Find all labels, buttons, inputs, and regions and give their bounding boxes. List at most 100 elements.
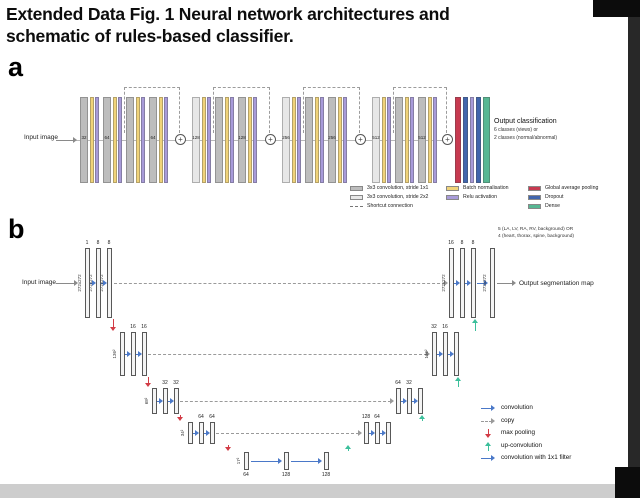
feature-map-bar [460, 248, 465, 318]
layer-size-label: 64 [150, 135, 156, 140]
channel-count-label: 1 [85, 240, 89, 246]
convolution-arrow [291, 458, 322, 465]
caption-line-1: Extended Data Fig. 1 Neural network arch… [6, 4, 450, 24]
channel-count-label: 16 [130, 324, 136, 330]
legend-label: up-convolution [501, 441, 542, 449]
conv1x1-arrow [481, 455, 495, 462]
output-classification-block: Output classification 6 classes (views) … [494, 118, 614, 143]
channel-count-label: 128 [361, 414, 371, 420]
batch-norm-bar [90, 97, 94, 183]
convolution-arrow [157, 398, 163, 405]
conv-bar [418, 97, 426, 183]
channel-count-label: 32 [431, 324, 437, 330]
max-pooling-arrow [177, 415, 184, 421]
batch-norm-bar [136, 97, 140, 183]
batch-norm-bar [202, 97, 206, 183]
conv-bar [80, 97, 88, 183]
channel-count-label: 16 [141, 324, 147, 330]
bottom-edge-bar [0, 484, 640, 498]
layer-size-label: 32 [81, 135, 87, 140]
channel-count-label: 32 [173, 380, 179, 386]
feature-map-bar [407, 388, 412, 414]
batch-norm-bar [405, 97, 409, 183]
convolution-arrow [101, 280, 107, 287]
legend-label: Dense [545, 203, 560, 209]
copy-arrow [216, 430, 362, 437]
feature-map-bar [284, 452, 289, 470]
feature-map-bar [107, 248, 112, 318]
feature-size-label: 272x272 [482, 274, 487, 292]
up-convolution-arrow [472, 319, 479, 331]
feature-map-bar [163, 388, 168, 414]
legend-swatch [446, 195, 459, 200]
relu-bar [433, 97, 437, 183]
feature-map-bar [142, 332, 147, 376]
legend-label: 3x3 convolution, stride 1x1 [367, 185, 429, 191]
batch-norm-bar [248, 97, 252, 183]
conv-bar [149, 97, 157, 183]
legend-label: Batch normalisation [463, 185, 509, 191]
channel-count-label: 64 [198, 414, 204, 420]
relu-bar [118, 97, 122, 183]
batch-norm-bar [113, 97, 117, 183]
max-pooling-arrow [485, 429, 492, 438]
input-image-label: Input image [22, 279, 56, 286]
feature-size-label: 272x272 [77, 274, 82, 292]
convolution-arrow [412, 398, 418, 405]
relu-bar [343, 97, 347, 183]
legend-swatch [350, 195, 363, 200]
global-avg-pool-bar [455, 97, 461, 183]
conv-stride2-bar [372, 97, 380, 183]
legend-label: convolution with 1x1 filter [501, 454, 572, 461]
up-convolution-arrow [455, 377, 462, 387]
relu-bar [95, 97, 99, 183]
shortcut-connection [303, 87, 360, 133]
max-pooling-arrow [110, 319, 117, 331]
copy-arrow [148, 351, 430, 358]
legend-swatch [528, 186, 541, 191]
conv-stride2-bar [282, 97, 290, 183]
classes-line-1: 5 (LA, LV, RA, RV, background) OR [498, 227, 574, 232]
feature-map-bar [152, 388, 157, 414]
feature-map-bar [174, 388, 179, 414]
feature-map-bar [375, 422, 380, 444]
channel-count-label: 64 [374, 414, 380, 420]
convolution-arrow [193, 430, 199, 437]
feature-map-bar [199, 422, 204, 444]
legend-label: Dropout [545, 194, 564, 200]
feature-size-label: 272x272 [441, 274, 446, 292]
batch-norm-bar [338, 97, 342, 183]
convolution-arrow [465, 280, 471, 287]
channel-count-label: 8 [471, 240, 475, 246]
io-arrow [56, 280, 78, 287]
channel-count-label: 8 [96, 240, 100, 246]
convolution-arrow [125, 351, 131, 358]
conv-stride2-bar [192, 97, 200, 183]
legend-swatch-dashed [350, 206, 363, 207]
conv1x1-arrow [477, 280, 488, 287]
output-classes-line-1: 6 classes (views) or [494, 127, 538, 133]
legend-label: Relu activation [463, 194, 498, 200]
input-image-label: Input image [24, 134, 58, 141]
panel-a-label: a [8, 52, 24, 82]
channel-count-label: 8 [107, 240, 111, 246]
feature-map-bar [96, 248, 101, 318]
caption-line-2: schematic of rules-based classifier. [6, 26, 294, 47]
output-segmentation-label: Output segmentation map [519, 280, 594, 287]
batch-norm-bar [159, 97, 163, 183]
channel-count-label: 32 [406, 380, 412, 386]
conv-bar [395, 97, 403, 183]
feature-map-bar [244, 452, 249, 470]
convolution-arrow [369, 430, 375, 437]
feature-map-bar [324, 452, 329, 470]
feature-map-bar [120, 332, 125, 376]
layer-size-label: 128 [192, 135, 200, 140]
convolution-arrow [168, 398, 174, 405]
panel-b-label: b [8, 214, 25, 244]
layer-size-label: 512 [418, 135, 426, 140]
convolution-arrow [454, 280, 460, 287]
top-right-corner-block [593, 0, 640, 17]
shortcut-connection [213, 87, 270, 133]
